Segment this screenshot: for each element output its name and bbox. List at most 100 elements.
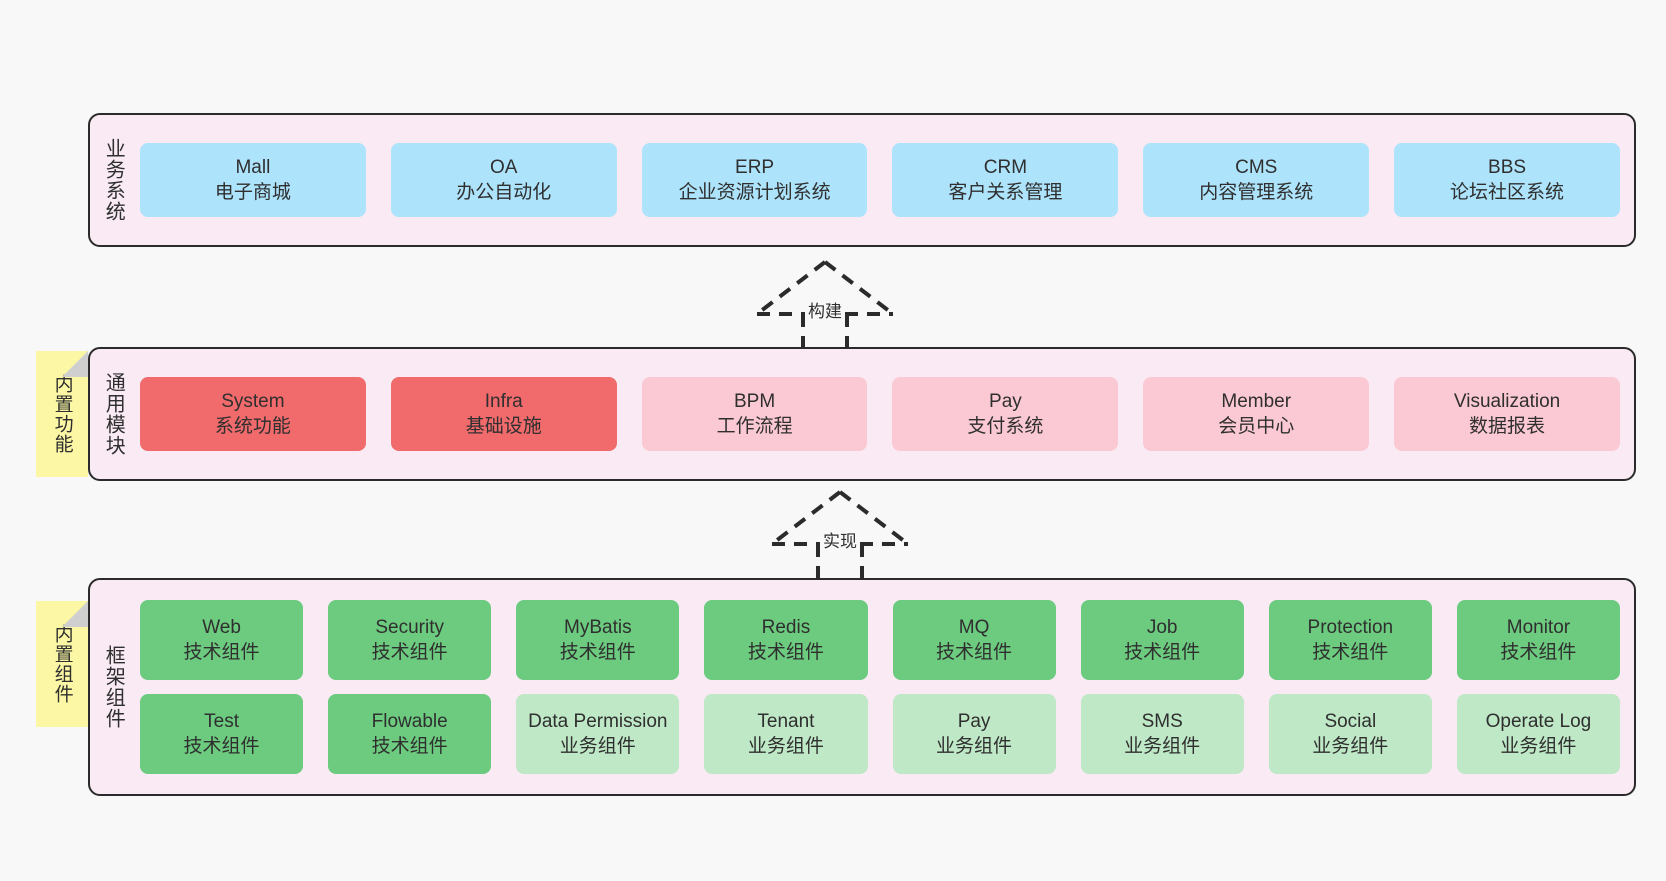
node-title: BBS <box>1488 156 1527 178</box>
node-title: OA <box>490 156 518 178</box>
node-subtitle: 业务组件 <box>936 736 1013 757</box>
node-data-permission[interactable]: Data Permission 业务组件 <box>516 694 680 774</box>
node-subtitle: 技术组件 <box>371 736 448 757</box>
node-title: MyBatis <box>564 616 632 638</box>
node-subtitle: 技术组件 <box>1500 642 1577 663</box>
node-operate-log[interactable]: Operate Log 业务组件 <box>1456 694 1620 774</box>
node-subtitle: 基础设施 <box>465 416 542 437</box>
node-title: Job <box>1146 616 1178 638</box>
node-subtitle: 技术组件 <box>936 642 1013 663</box>
node-subtitle: 技术组件 <box>1124 642 1201 663</box>
layer-title-common-module: 通用模块 <box>102 372 125 456</box>
node-bbs[interactable]: BBS 论坛社区系统 <box>1394 143 1620 217</box>
node-protection[interactable]: Protection 技术组件 <box>1268 600 1432 680</box>
note-builtin-component: 内置组件 <box>36 601 88 727</box>
node-title: Social <box>1324 710 1377 732</box>
node-monitor[interactable]: Monitor 技术组件 <box>1456 600 1620 680</box>
node-subtitle: 技术组件 <box>183 642 260 663</box>
node-title: Mall <box>235 156 271 178</box>
connector-realize-label: 实现 <box>820 527 860 552</box>
connector-build: 构建 <box>735 258 915 358</box>
node-title: System <box>221 390 285 412</box>
node-bpm[interactable]: BPM 工作流程 <box>641 377 868 451</box>
node-crm[interactable]: CRM 客户关系管理 <box>892 143 1119 217</box>
layer-row: Test 技术组件 Flowable 技术组件 Data Permission … <box>140 694 1620 774</box>
node-subtitle: 支付系统 <box>967 416 1044 437</box>
node-title: Web <box>202 616 241 638</box>
layer-framework-component: 框架组件 Web 技术组件 Security 技术组件 MyBatis 技术组件… <box>88 578 1636 796</box>
node-cms[interactable]: CMS 内容管理系统 <box>1143 143 1370 217</box>
node-infra[interactable]: Infra 基础设施 <box>390 377 617 451</box>
node-subtitle: 业务组件 <box>1124 736 1201 757</box>
node-web[interactable]: Web 技术组件 <box>140 600 304 680</box>
node-social[interactable]: Social 业务组件 <box>1268 694 1432 774</box>
node-subtitle: 技术组件 <box>559 642 636 663</box>
node-title: CMS <box>1235 156 1278 178</box>
note-builtin-function: 内置功能 <box>36 351 88 477</box>
arrowhead-right-edge <box>838 490 910 546</box>
node-sms[interactable]: SMS 业务组件 <box>1080 694 1244 774</box>
node-job[interactable]: Job 技术组件 <box>1080 600 1244 680</box>
node-subtitle: 业务组件 <box>559 736 636 757</box>
node-test[interactable]: Test 技术组件 <box>140 694 304 774</box>
node-mybatis[interactable]: MyBatis 技术组件 <box>516 600 680 680</box>
note-text: 内置功能 <box>51 374 73 454</box>
node-subtitle: 客户关系管理 <box>948 182 1063 203</box>
node-subtitle: 技术组件 <box>183 736 260 757</box>
node-security[interactable]: Security 技术组件 <box>328 600 492 680</box>
layer-row: Mall 电子商城 OA 办公自动化 ERP 企业资源计划系统 CRM 客户关系… <box>140 143 1620 217</box>
arrowhead-left-edge <box>770 490 842 546</box>
node-title: Test <box>204 710 239 732</box>
connector-build-label: 构建 <box>805 297 845 322</box>
node-title: Redis <box>761 616 811 638</box>
layer-row: System 系统功能 Infra 基础设施 BPM 工作流程 Pay 支付系统… <box>140 377 1620 451</box>
node-title: Tenant <box>757 710 815 732</box>
node-subtitle: 技术组件 <box>747 642 824 663</box>
node-subtitle: 论坛社区系统 <box>1450 182 1565 203</box>
node-erp[interactable]: ERP 企业资源计划系统 <box>641 143 868 217</box>
node-subtitle: 技术组件 <box>371 642 448 663</box>
node-subtitle: 业务组件 <box>747 736 824 757</box>
node-subtitle: 工作流程 <box>716 416 793 437</box>
node-flowable[interactable]: Flowable 技术组件 <box>328 694 492 774</box>
node-oa[interactable]: OA 办公自动化 <box>390 143 617 217</box>
node-title: ERP <box>735 156 775 178</box>
node-mq[interactable]: MQ 技术组件 <box>892 600 1056 680</box>
node-subtitle: 技术组件 <box>1312 642 1389 663</box>
layer-row: Web 技术组件 Security 技术组件 MyBatis 技术组件 Redi… <box>140 600 1620 680</box>
node-subtitle: 系统功能 <box>214 416 291 437</box>
arrowhead-right-edge <box>823 260 895 316</box>
node-tenant[interactable]: Tenant 业务组件 <box>704 694 868 774</box>
node-system[interactable]: System 系统功能 <box>140 377 366 451</box>
layer-body-common-module: System 系统功能 Infra 基础设施 BPM 工作流程 Pay 支付系统… <box>136 349 1634 479</box>
node-mall[interactable]: Mall 电子商城 <box>140 143 366 217</box>
node-title: Member <box>1221 390 1292 412</box>
layer-title-business-system: 业务系统 <box>102 138 125 222</box>
node-visualization[interactable]: Visualization 数据报表 <box>1394 377 1620 451</box>
layer-common-module: 通用模块 System 系统功能 Infra 基础设施 BPM 工作流程 Pay… <box>88 347 1636 481</box>
node-subtitle: 数据报表 <box>1469 416 1546 437</box>
node-title: CRM <box>983 156 1028 178</box>
node-title: Operate Log <box>1485 710 1592 732</box>
node-title: MQ <box>958 616 990 638</box>
layer-body-framework-component: Web 技术组件 Security 技术组件 MyBatis 技术组件 Redi… <box>136 580 1634 794</box>
node-pay[interactable]: Pay 支付系统 <box>892 377 1119 451</box>
node-member[interactable]: Member 会员中心 <box>1143 377 1370 451</box>
node-subtitle: 内容管理系统 <box>1199 182 1314 203</box>
node-subtitle: 业务组件 <box>1500 736 1577 757</box>
node-title: SMS <box>1141 710 1183 732</box>
node-title: BPM <box>733 390 776 412</box>
note-text: 内置组件 <box>51 624 73 704</box>
node-subtitle: 业务组件 <box>1312 736 1389 757</box>
node-title: Data Permission <box>528 710 668 732</box>
arrowhead-left-edge <box>755 260 827 316</box>
node-title: Protection <box>1307 616 1394 638</box>
node-subtitle: 会员中心 <box>1218 416 1295 437</box>
layer-title-framework-component: 框架组件 <box>102 645 125 729</box>
node-pay-component[interactable]: Pay 业务组件 <box>892 694 1056 774</box>
node-subtitle: 办公自动化 <box>456 182 552 203</box>
node-title: Infra <box>484 390 523 412</box>
node-redis[interactable]: Redis 技术组件 <box>704 600 868 680</box>
node-title: Flowable <box>371 710 448 732</box>
connector-realize: 实现 <box>750 488 930 588</box>
